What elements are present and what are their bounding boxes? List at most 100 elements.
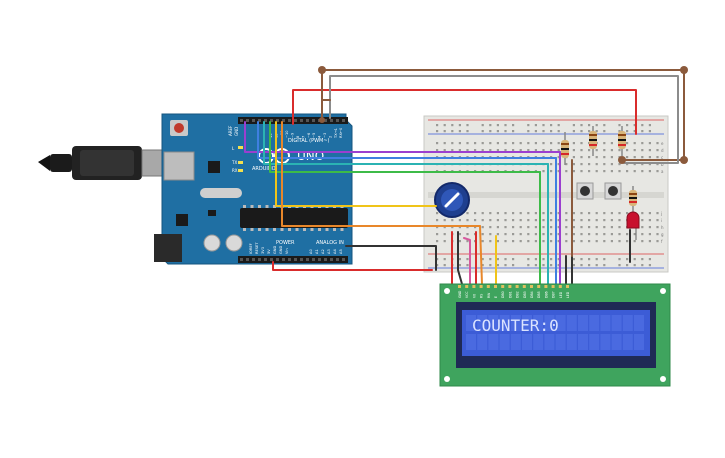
power-pin-hole[interactable] (258, 258, 261, 261)
lcd-pin[interactable] (544, 285, 548, 288)
power-pin-hole[interactable] (306, 258, 309, 261)
lcd-pin[interactable] (522, 285, 526, 288)
lcd-char-cell (589, 315, 600, 331)
analog-pin-label: A4 (333, 249, 337, 254)
lcd-pin[interactable] (566, 285, 569, 288)
power-pin-label: IOREF (249, 243, 253, 254)
digital-pin-label: ~3 (323, 133, 327, 138)
digital-pin-hole[interactable] (324, 119, 327, 122)
potentiometer-icon[interactable] (434, 182, 470, 218)
lcd-pin[interactable] (508, 285, 512, 288)
power-pin-hole[interactable] (330, 258, 333, 261)
lcd-pin[interactable] (472, 285, 476, 288)
digital-pin-hole[interactable] (336, 119, 339, 122)
analog-pin-label: A2 (321, 249, 325, 254)
lcd-char-cell (499, 334, 510, 350)
digital-pin-hole[interactable] (246, 119, 249, 122)
lcd-char-cell (488, 334, 499, 350)
power-pin-hole[interactable] (336, 258, 339, 261)
digital-pin-hole[interactable] (288, 119, 291, 122)
lcd-pin[interactable] (558, 285, 562, 288)
pushbutton-1[interactable] (576, 182, 594, 200)
power-pin-hole[interactable] (264, 258, 267, 261)
power-analog-header (238, 256, 348, 263)
digital-pin-hole[interactable] (276, 119, 279, 122)
digital-pin-hole[interactable] (264, 119, 267, 122)
power-pin-hole[interactable] (276, 258, 279, 261)
lcd-pin[interactable] (494, 285, 497, 288)
rx-led (238, 169, 243, 172)
lcd-char-cell (466, 334, 476, 350)
lcd-char-cell (611, 315, 622, 331)
digital-pin-hole[interactable] (300, 119, 303, 122)
power-pin-hole[interactable] (240, 258, 243, 261)
power-pin-hole[interactable] (312, 258, 315, 261)
resistor-2 (589, 126, 597, 156)
digital-pin-hole[interactable] (258, 119, 261, 122)
tx-led (238, 161, 243, 164)
lcd-pin[interactable] (537, 285, 541, 288)
lcd-pin-label: E (494, 296, 498, 298)
power-pin-hole[interactable] (282, 258, 285, 261)
lcd-pin-label: DB4 (530, 291, 534, 298)
breadboard-row-letter: h (661, 225, 664, 230)
power-pin-hole[interactable] (270, 258, 273, 261)
digital-pin-label: ~9 (291, 132, 295, 138)
wire-red-gnd (272, 261, 433, 271)
power-pin-hole[interactable] (246, 258, 249, 261)
power-pin-hole[interactable] (300, 258, 303, 261)
breadboard-row-letter: g (661, 232, 664, 237)
lcd-pin-label: DB6 (544, 291, 548, 298)
lcd-pin[interactable] (479, 285, 483, 288)
power-pin-hole[interactable] (324, 258, 327, 261)
arduino-uno-board[interactable]: UNO ARDUINO DIGITAL (PWM~) POWER ANALOG … (154, 113, 353, 265)
lcd-pin-label: DB1 (508, 291, 512, 298)
analog-pin-label: A5 (339, 249, 343, 254)
digital-pin-hole[interactable] (342, 119, 345, 122)
digital-pin-label: 4 (318, 135, 322, 138)
digital-pin-hole[interactable] (252, 119, 255, 122)
breadboard-row-letter: j (660, 211, 662, 216)
lcd-char-cell (533, 334, 544, 350)
digital-pin-hole[interactable] (294, 119, 297, 122)
power-pin-label: Vin (285, 248, 289, 254)
power-pin-hole[interactable] (342, 258, 345, 261)
resistor-1 (561, 132, 569, 165)
lcd-pin[interactable] (486, 285, 490, 288)
usb-cable-icon[interactable] (38, 146, 167, 180)
digital-pin-label: 8 (296, 135, 300, 138)
digital-pin-hole[interactable] (330, 119, 333, 122)
pushbutton-2[interactable] (604, 182, 622, 200)
l-led (238, 146, 243, 149)
lcd-pin-label: V0 (472, 294, 476, 298)
digital-pin-hole[interactable] (240, 119, 243, 122)
digital-pin-hole[interactable] (312, 119, 315, 122)
digital-pin-hole[interactable] (270, 119, 273, 122)
power-pin-hole[interactable] (288, 258, 291, 261)
digital-pin-hole[interactable] (282, 119, 285, 122)
power-pin-hole[interactable] (252, 258, 255, 261)
lcd-pin-label: DB0 (501, 291, 505, 298)
wire-blue-1 (257, 121, 557, 159)
lcd-pin[interactable] (530, 285, 533, 288)
lcd-char-cell (499, 315, 510, 331)
lcd-char-cell (522, 334, 532, 350)
power-pin-hole[interactable] (294, 258, 297, 261)
gnd-label: GND (234, 127, 239, 136)
lcd-pin[interactable] (551, 285, 555, 288)
lcd-pin[interactable] (515, 285, 519, 288)
digital-pin-label: RX←0 (339, 127, 343, 138)
power-pin-hole[interactable] (318, 258, 321, 261)
lcd-char-cell (533, 315, 544, 331)
wire-brown-2 (321, 99, 331, 119)
lcd-char-cell (622, 334, 633, 350)
lcd-pin[interactable] (458, 285, 461, 288)
lcd-char-cell (555, 334, 566, 350)
lcd-pin[interactable] (465, 285, 469, 288)
digital-pin-hole[interactable] (306, 119, 309, 122)
reset-button[interactable] (174, 123, 184, 133)
lcd-pin[interactable] (501, 285, 505, 288)
tx-label: TX (231, 160, 237, 165)
